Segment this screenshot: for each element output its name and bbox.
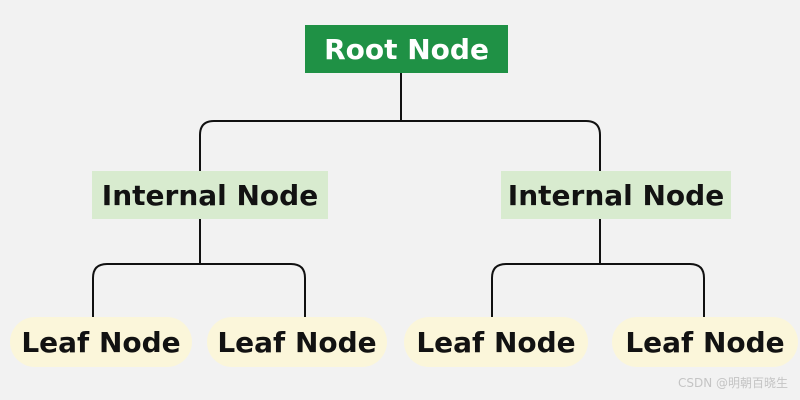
- leaf-node-1: Leaf Node: [10, 317, 192, 367]
- leaf-node-4: Leaf Node: [612, 317, 798, 367]
- internal-node-right: Internal Node: [501, 171, 731, 219]
- watermark: CSDN @明朝百晓生: [677, 376, 788, 390]
- root-connector-branch: [199, 120, 601, 171]
- internal-left-connector-branch: [92, 263, 306, 317]
- leaf-node-3: Leaf Node: [404, 317, 588, 367]
- root-node: Root Node: [305, 25, 508, 73]
- leaf-node-2: Leaf Node: [207, 317, 387, 367]
- internal-node-left: Internal Node: [92, 171, 328, 219]
- internal-right-connector-branch: [491, 263, 705, 317]
